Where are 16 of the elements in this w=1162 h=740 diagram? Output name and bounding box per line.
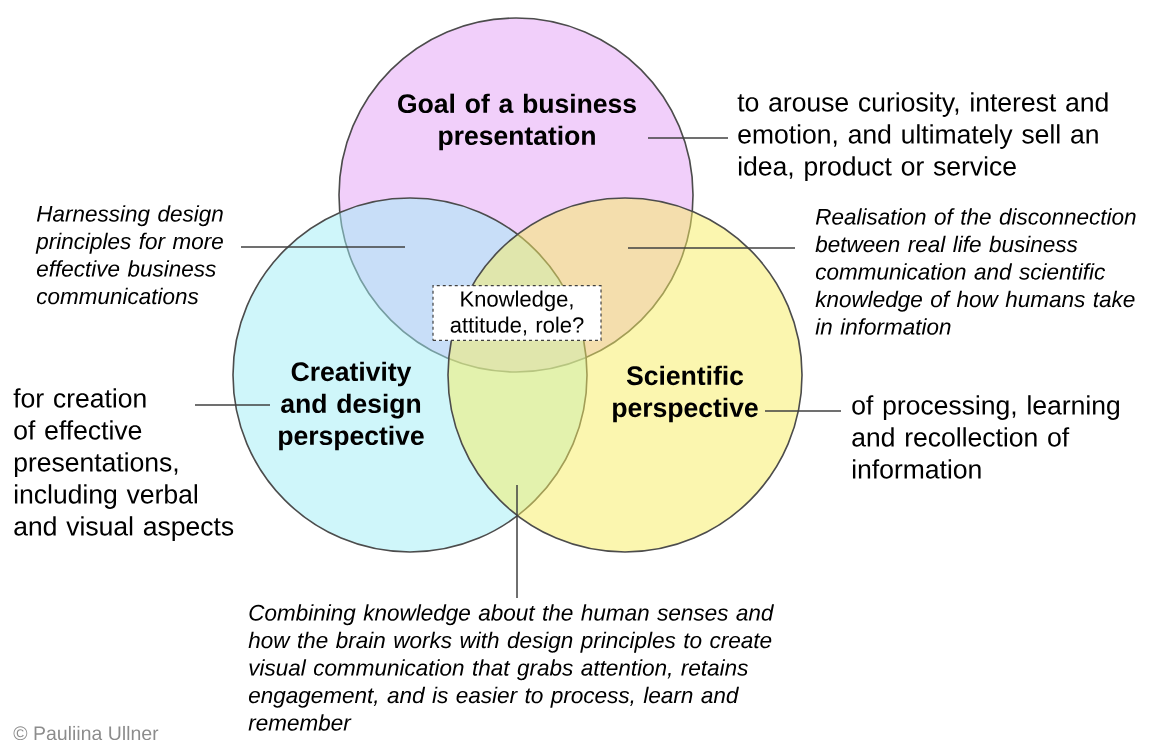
annotation-text: to arouse curiosity, interest and emotion, and ultimately sell an idea, product or service	[737, 92, 1108, 181]
circle-title: Goal of a business presentation	[398, 93, 636, 151]
leader-line	[194, 404, 271, 406]
venn-circle	[447, 197, 803, 553]
circle-title: Creativity and design perspective	[279, 361, 424, 451]
circle-title: Scientific perspective	[613, 365, 758, 423]
leader-line	[647, 137, 729, 139]
copyright-note: © Pauliina Ullner	[13, 725, 159, 740]
annotation-text: for creation of effective presentations, including verbal and visual aspects	[13, 388, 234, 541]
annotation-text: Combining knowledge about the human senses and how the brain works with design principles to create visual communication that grabs attention, retains engagement, and is easier to process, learn and remember	[248, 604, 774, 731]
annotation-text: of processing, learning and recollection of information	[852, 395, 1119, 479]
annotation-text: Realisation of the disconnection between real life business communication and scientific knowledge of how humans take in information	[815, 208, 1136, 335]
leader-line	[240, 246, 406, 248]
leader-line	[764, 410, 842, 412]
leader-line	[627, 247, 796, 249]
annotation-text: Harnessing design principles for more effective business communications	[35, 205, 223, 305]
